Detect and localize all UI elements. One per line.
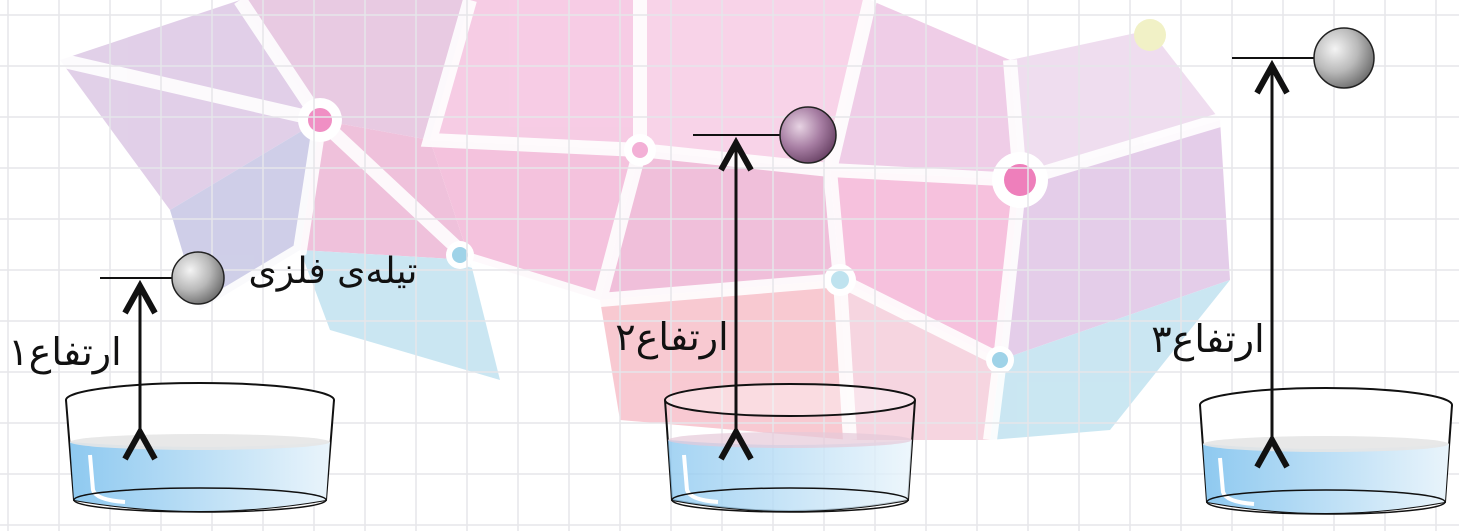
height-2-label: ارتفاع۲ <box>615 315 728 359</box>
steel-ball-1-icon <box>171 251 225 305</box>
steel-ball-3-icon <box>1313 27 1375 89</box>
height-3-label: ارتفاع۳ <box>1151 317 1264 361</box>
setup-3: ارتفاع۳ <box>1151 27 1453 515</box>
ball-label: تیله‌ی فلزی <box>249 251 418 292</box>
water-dish-3 <box>1199 387 1453 515</box>
setup-2: ارتفاع۲ <box>615 106 916 513</box>
height-1-label: ارتفاع۱ <box>8 330 121 374</box>
water-dish-1 <box>65 382 335 513</box>
steel-ball-2-icon <box>779 106 837 164</box>
water-dish-2 <box>664 383 916 513</box>
setup-1: تیله‌ی فلزی ارتفاع۱ <box>8 251 418 513</box>
background-nodes <box>298 19 1166 374</box>
